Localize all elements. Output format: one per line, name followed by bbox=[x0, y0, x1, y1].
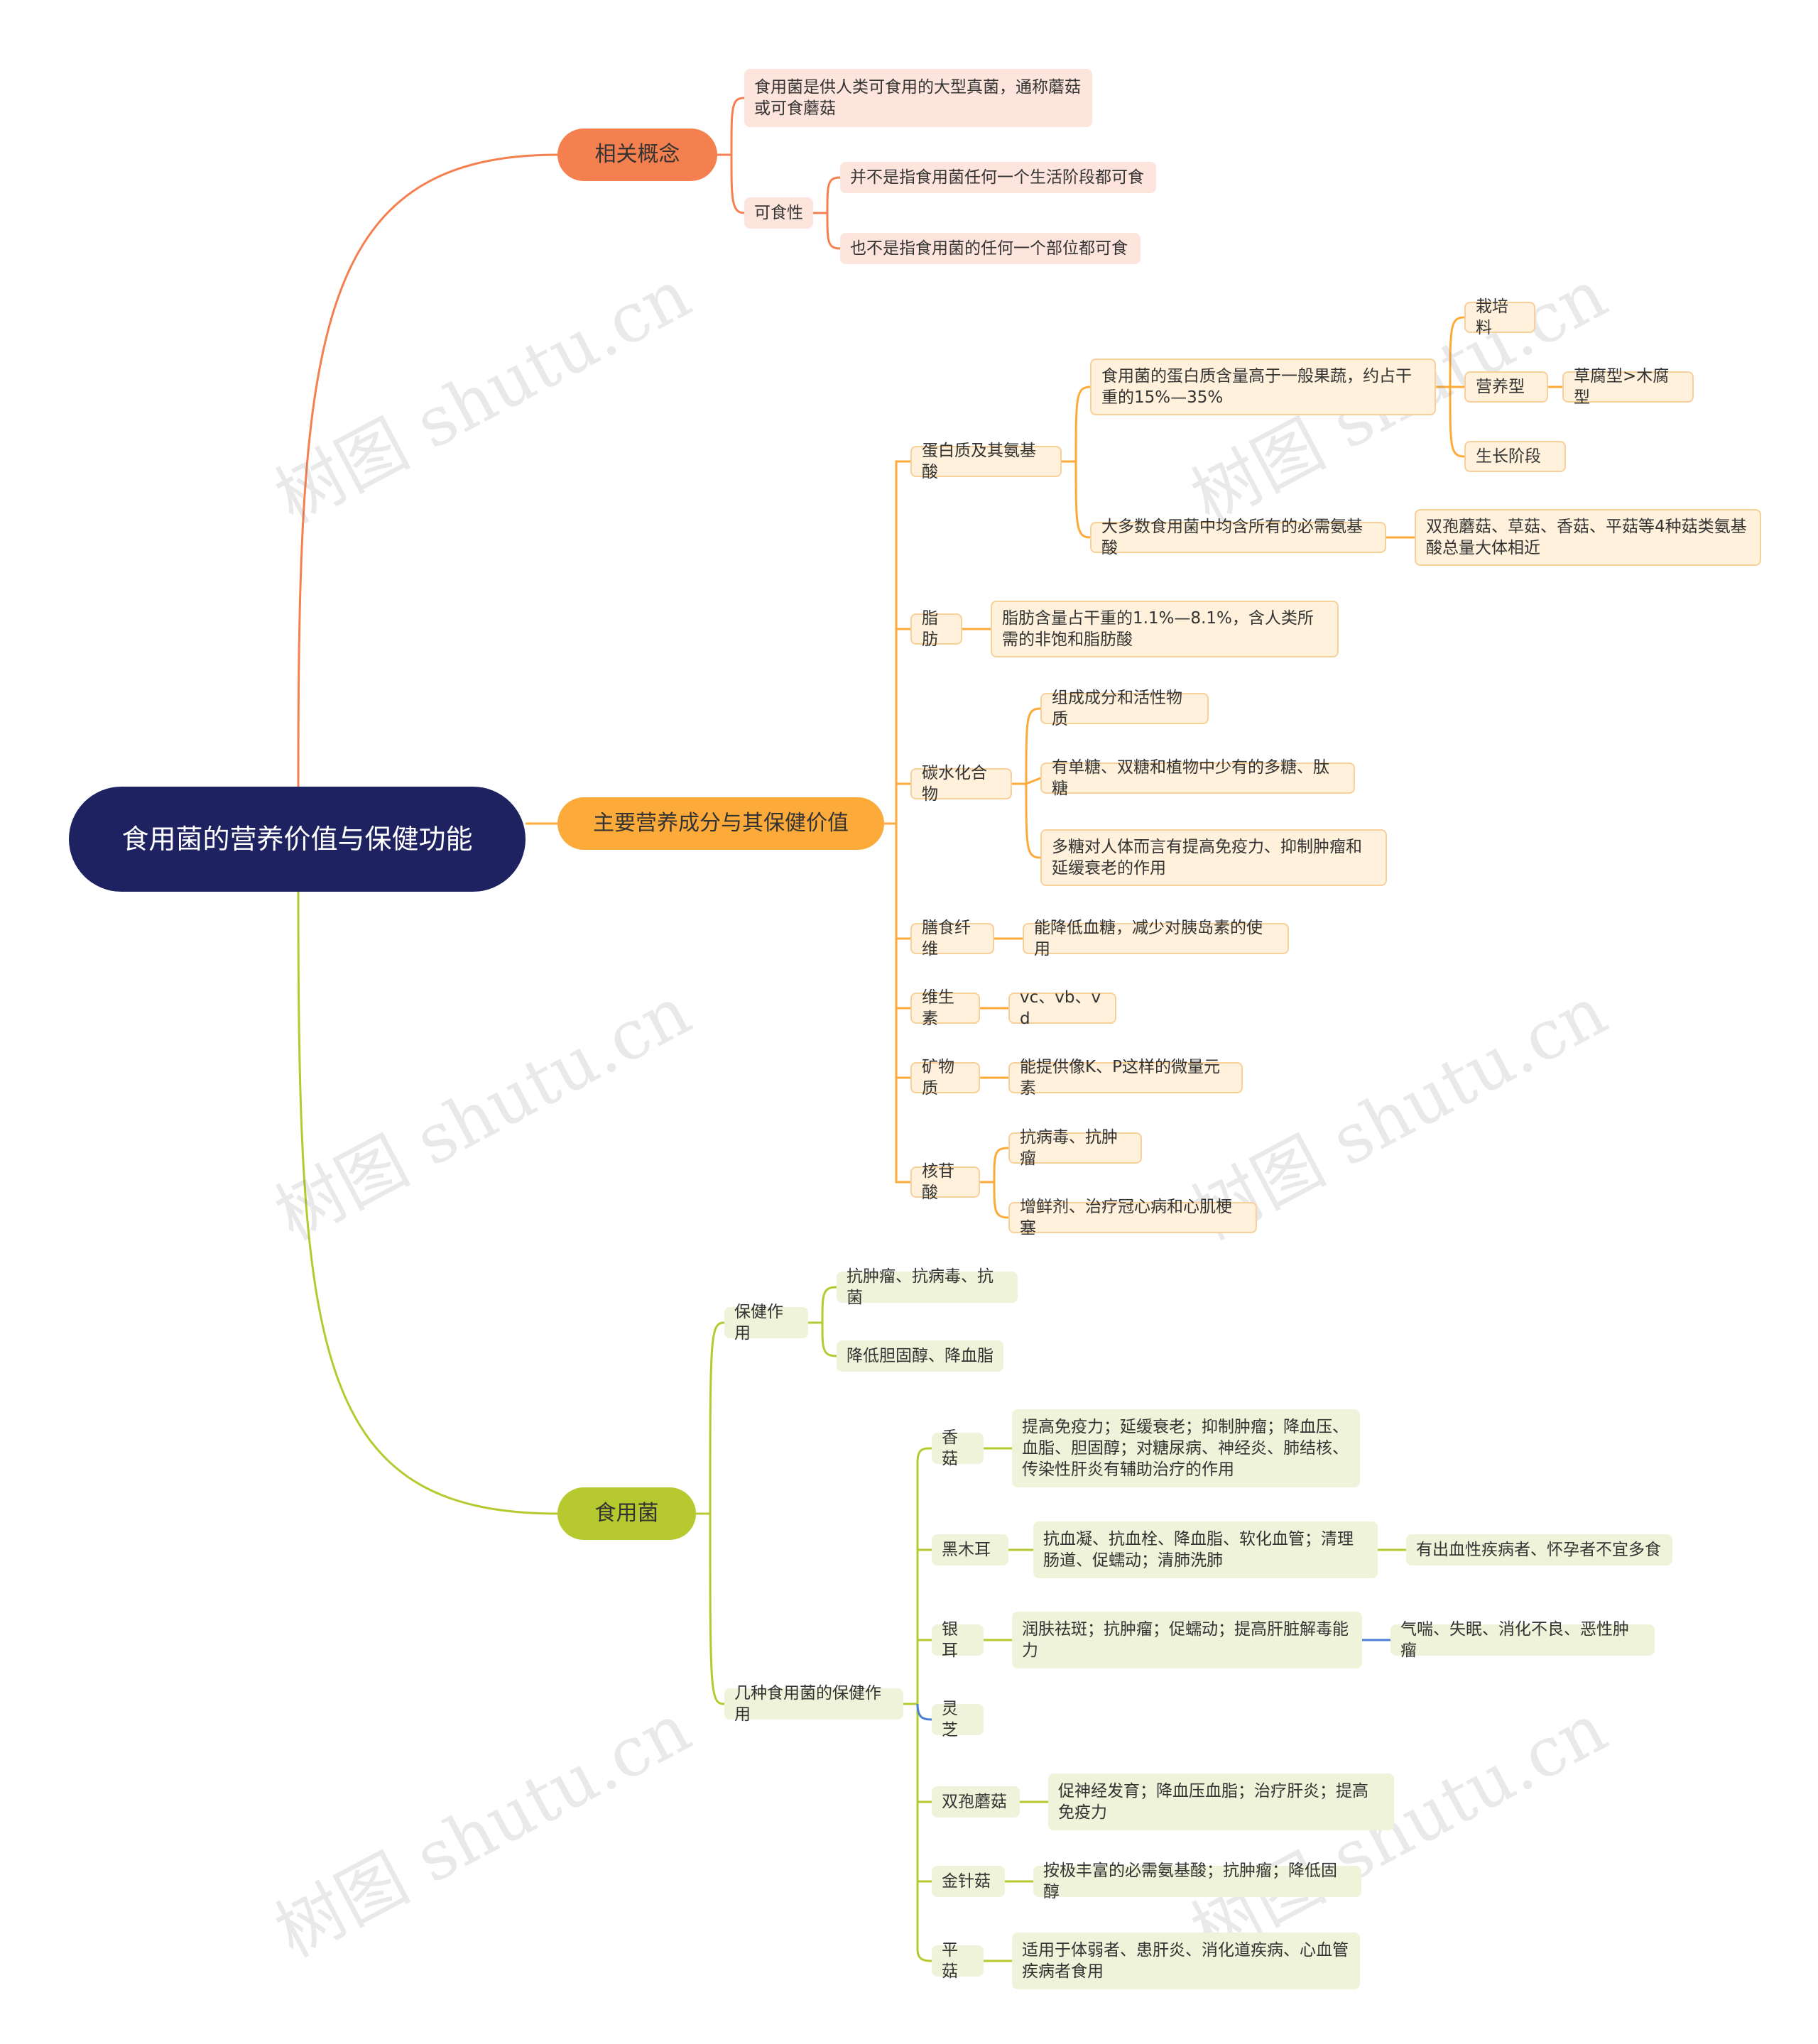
types-node[interactable]: 几种食用菌的保健作用 bbox=[724, 1684, 903, 1724]
fungus-name[interactable]: 银耳 bbox=[932, 1620, 984, 1660]
edibility-item[interactable]: 也不是指食用菌的任何一个部位都可食 bbox=[840, 233, 1141, 264]
mineral-node[interactable]: 矿物质 bbox=[910, 1058, 980, 1098]
vitamin-detail[interactable]: vc、vb、vd bbox=[1008, 988, 1116, 1028]
protein-factor[interactable]: 栽培料 bbox=[1464, 297, 1535, 337]
fungus-name[interactable]: 香菇 bbox=[932, 1428, 984, 1468]
fungus-detail[interactable]: 润肤祛斑；抗肿瘤；促蠕动；提高肝脏解毒能力 bbox=[1012, 1612, 1362, 1668]
protein-node[interactable]: 蛋白质及其氨基酸 bbox=[910, 442, 1062, 481]
carb-item[interactable]: 多糖对人体而言有提高免疫力、抑制肿瘤和延缓衰老的作用 bbox=[1040, 829, 1387, 886]
amino-node[interactable]: 大多数食用菌中均含所有的必需氨基酸 bbox=[1090, 518, 1386, 557]
root-topic[interactable]: 食用菌的营养价值与保健功能 bbox=[69, 787, 526, 892]
fungus-detail[interactable]: 适用于体弱者、患肝炎、消化道疾病、心血管疾病者食用 bbox=[1012, 1933, 1360, 1989]
fungus-note[interactable]: 气喘、失眠、消化不良、恶性肿瘤 bbox=[1390, 1620, 1655, 1660]
health-item[interactable]: 抗肿瘤、抗病毒、抗菌 bbox=[837, 1267, 1018, 1307]
amino-detail[interactable]: 双孢蘑菇、草菇、香菇、平菇等4种菇类氨基酸总量大体相近 bbox=[1415, 509, 1761, 566]
carb-node[interactable]: 碳水化合物 bbox=[910, 764, 1012, 804]
link-root-fungi bbox=[297, 887, 558, 1515]
fungus-name[interactable]: 黑木耳 bbox=[932, 1534, 1008, 1565]
branch-concept[interactable]: 相关概念 bbox=[557, 129, 717, 181]
edibility-node[interactable]: 可食性 bbox=[744, 197, 813, 229]
protein-factor-detail[interactable]: 草腐型>木腐型 bbox=[1562, 367, 1694, 407]
nucleotide-node[interactable]: 核苷酸 bbox=[910, 1162, 980, 1202]
fat-node[interactable]: 脂肪 bbox=[910, 609, 962, 649]
fungus-note[interactable]: 有出血性疾病者、怀孕者不宜多食 bbox=[1406, 1534, 1672, 1565]
fungus-name[interactable]: 双孢蘑菇 bbox=[932, 1786, 1020, 1818]
concept-definition[interactable]: 食用菌是供人类可食用的大型真菌，通称蘑菇或可食蘑菇 bbox=[744, 69, 1092, 127]
fungus-name[interactable]: 灵芝 bbox=[932, 1700, 984, 1739]
edibility-item[interactable]: 并不是指食用菌任何一个生活阶段都可食 bbox=[840, 162, 1156, 193]
protein-factor[interactable]: 营养型 bbox=[1464, 371, 1548, 403]
mineral-detail[interactable]: 能提供像K、P这样的微量元素 bbox=[1008, 1058, 1243, 1098]
carb-item[interactable]: 有单糖、双糖和植物中少有的多糖、肽糖 bbox=[1040, 758, 1355, 798]
health-item[interactable]: 降低胆固醇、降血脂 bbox=[837, 1340, 1003, 1372]
protein-factor[interactable]: 生长阶段 bbox=[1464, 441, 1566, 472]
carb-item[interactable]: 组成成分和活性物质 bbox=[1040, 689, 1209, 728]
nucleotide-item[interactable]: 增鲜剂、治疗冠心病和心肌梗塞 bbox=[1008, 1198, 1257, 1237]
nucleotide-item[interactable]: 抗病毒、抗肿瘤 bbox=[1008, 1128, 1142, 1168]
vitamin-node[interactable]: 维生素 bbox=[910, 988, 980, 1028]
protein-content[interactable]: 食用菌的蛋白质含量高于一般果蔬，约占干重的15%—35% bbox=[1090, 359, 1436, 415]
fungus-name[interactable]: 金针菇 bbox=[932, 1866, 1005, 1897]
branch-fungi[interactable]: 食用菌 bbox=[557, 1487, 696, 1540]
fungus-detail[interactable]: 抗血凝、抗血栓、降血脂、软化血管；清理肠道、促蠕动；清肺洗肺 bbox=[1033, 1521, 1378, 1578]
fiber-node[interactable]: 膳食纤维 bbox=[910, 919, 994, 958]
fungus-detail[interactable]: 按极丰富的必需氨基酸；抗肿瘤；降低固醇 bbox=[1033, 1862, 1361, 1901]
link-root-concept bbox=[297, 153, 558, 789]
fiber-detail[interactable]: 能降低血糖，减少对胰岛素的使用 bbox=[1023, 919, 1289, 958]
branch-nutrition[interactable]: 主要营养成分与其保健价值 bbox=[557, 797, 884, 850]
fungus-name[interactable]: 平菇 bbox=[932, 1941, 984, 1981]
fungus-detail[interactable]: 促神经发育；降血压血脂；治疗肝炎；提高免疫力 bbox=[1048, 1774, 1394, 1830]
health-node[interactable]: 保健作用 bbox=[724, 1303, 808, 1343]
fat-detail[interactable]: 脂肪含量占干重的1.1%—8.1%，含人类所需的非饱和脂肪酸 bbox=[991, 601, 1339, 657]
fungus-detail[interactable]: 提高免疫力；延缓衰老；抑制肿瘤；降血压、血脂、胆固醇；对糖尿病、神经炎、肺结核、… bbox=[1012, 1409, 1360, 1487]
